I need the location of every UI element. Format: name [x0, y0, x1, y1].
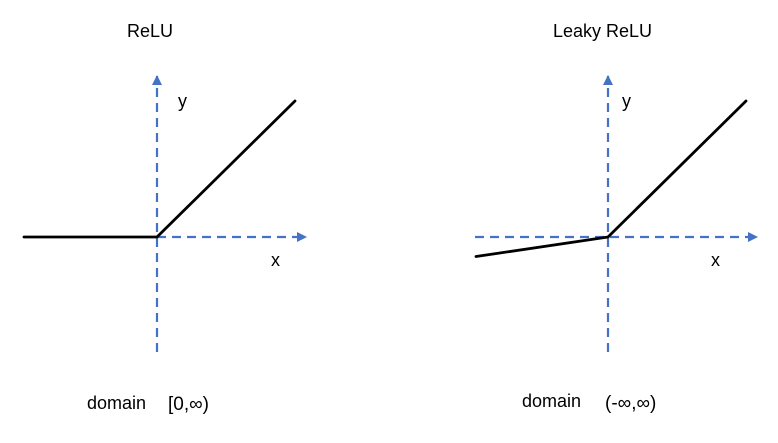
leaky-relu-x-label: x — [711, 250, 720, 270]
relu-curve — [22, 99, 297, 239]
relu-title: ReLU — [127, 21, 174, 41]
relu-y-label: y — [178, 91, 187, 111]
relu-panel — [22, 75, 307, 352]
leaky-relu-panel — [474, 75, 758, 352]
relu-domain-label: domain — [87, 393, 147, 413]
relu-x-label: x — [271, 250, 280, 270]
leaky-relu-y-label: y — [622, 91, 631, 111]
leaky-relu-title: Leaky ReLU — [553, 21, 653, 41]
leaky-relu-domain-value: (-∞,∞) — [605, 393, 657, 414]
leaky-relu-curve — [474, 99, 748, 258]
relu-domain-value: [0,∞) — [168, 394, 209, 415]
leaky-relu-domain-label: domain — [522, 391, 582, 411]
